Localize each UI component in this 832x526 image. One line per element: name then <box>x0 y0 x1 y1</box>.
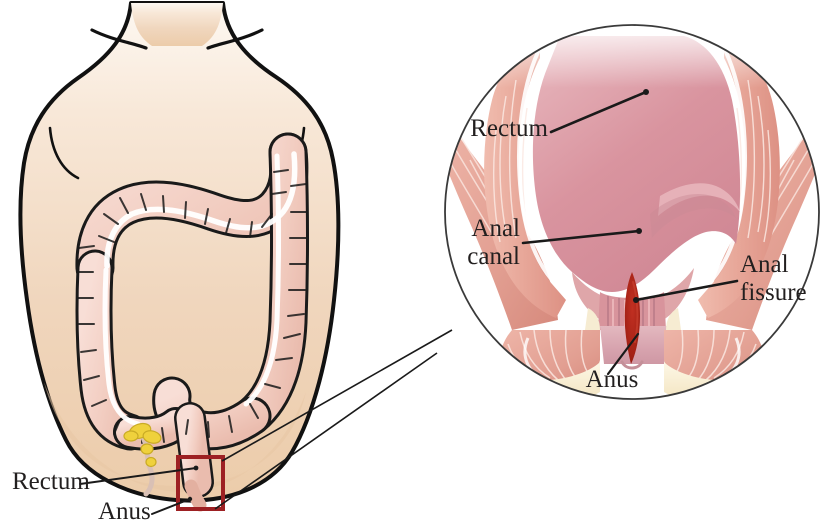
haustral-folds <box>77 169 308 444</box>
neck <box>131 3 223 46</box>
rectum-segment-fill <box>176 404 212 496</box>
taenia-coli-descending <box>102 267 141 427</box>
leader-dot-anus-body <box>187 496 193 502</box>
leader-anal-fissure <box>634 279 739 302</box>
leader-anal-canal <box>521 229 641 245</box>
anus-segment <box>184 479 207 512</box>
label-anus-body: Anus <box>98 498 151 525</box>
labels: Rectum Anus Rectum Anal canal Anal fissu… <box>12 115 807 525</box>
leader-dot-rectum-mag <box>643 89 649 95</box>
label-rectum-body: Rectum <box>12 468 90 495</box>
connector-upper <box>221 329 453 462</box>
magnified-region-box <box>176 455 225 511</box>
leader-anus-mag <box>606 332 640 376</box>
label-anal-canal-line1: Anal <box>471 215 520 242</box>
leader-anus-body <box>151 498 191 515</box>
leader-rectum-body <box>79 467 197 485</box>
leader-rectum-mag <box>549 90 648 134</box>
rectal-wall-fibers <box>492 79 772 243</box>
taenia-coli-ascending <box>243 153 281 407</box>
descending-colon-fill <box>78 252 146 448</box>
leader-dot-rectum-body <box>193 465 199 471</box>
rectal-fold <box>658 183 740 216</box>
large-intestine <box>75 132 309 512</box>
rectum-lumen <box>532 36 741 292</box>
label-rectum-magnified: Rectum <box>470 115 548 142</box>
rectal-fold-shadow <box>650 194 736 238</box>
magnifier-outline <box>444 24 820 400</box>
label-anus-magnified: Anus <box>586 366 639 393</box>
taenia-coli-transverse <box>104 151 298 269</box>
scapula-crease-left <box>48 126 80 180</box>
rectum-top-fade <box>470 25 800 88</box>
trapezius-crease-left <box>90 28 148 50</box>
leader-lines <box>79 89 739 515</box>
trapezius-crease-right <box>206 28 264 50</box>
leader-dot-anal-fissure <box>633 297 639 303</box>
perianal-skin-shadow <box>500 396 764 399</box>
callout-connectors <box>214 329 453 510</box>
leader-dot-anal-canal <box>636 228 642 234</box>
label-anal-canal-line2: canal <box>467 243 520 270</box>
anal-verge <box>620 360 644 370</box>
label-anal-fissure-line2: fissure <box>740 279 807 306</box>
appendix-fat <box>123 422 162 468</box>
connector-lower <box>214 352 438 510</box>
label-anal-fissure-line1: Anal <box>740 251 789 278</box>
torso-group <box>18 1 341 512</box>
